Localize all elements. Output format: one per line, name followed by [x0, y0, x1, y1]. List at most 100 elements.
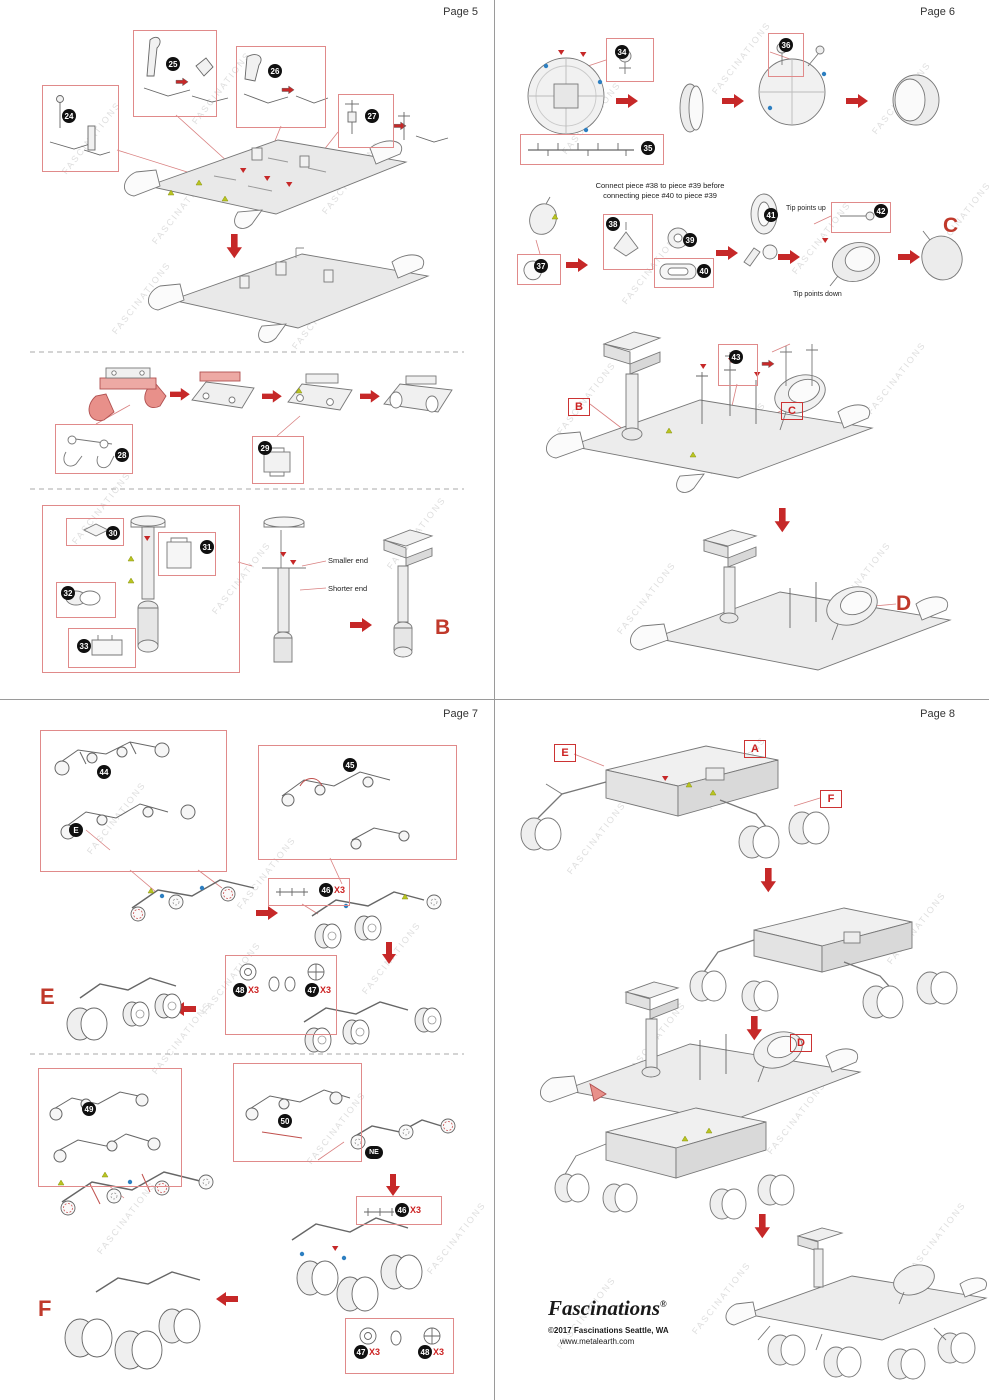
arrow-right-icon	[616, 94, 638, 108]
step-badge-32: 32	[61, 586, 75, 600]
figure-rocker-45	[281, 771, 410, 850]
callout-box-30-33	[42, 505, 240, 673]
figure-parts-26	[243, 54, 329, 104]
quantity-x3: X3	[320, 985, 332, 995]
step-badge-31: 31	[200, 540, 214, 554]
figure-parts-28	[63, 435, 115, 469]
figure-bogie-assembly-ne	[350, 1118, 456, 1150]
figure-rover-stage-3	[540, 981, 862, 1123]
step-badge-47b: 47	[354, 1345, 368, 1359]
step-badge-28: 28	[115, 448, 129, 462]
arrow-down-icon	[760, 868, 776, 893]
figure-part-40	[659, 263, 697, 280]
step-badge-24: 24	[62, 109, 76, 123]
arrow-down-icon	[774, 508, 790, 533]
arrow-right-icon	[350, 618, 372, 632]
callout-box-42	[831, 202, 891, 233]
section-letter-f: F	[38, 1296, 52, 1321]
step-badge-42: 42	[874, 204, 888, 218]
figure-dish-front	[527, 50, 605, 135]
brand-name: Fascinations	[548, 1296, 661, 1320]
callout-box-45	[258, 745, 457, 860]
figure-part-46b	[364, 1208, 394, 1216]
connect-note-line2: connecting piece #40 to piece #39	[603, 190, 717, 200]
step-badge-48: 48	[233, 983, 247, 997]
figure-deck-with-mast	[630, 529, 952, 671]
figure-rover-stage-1	[520, 745, 830, 859]
page-divider-vertical	[494, 0, 495, 1400]
arrow-left-icon	[216, 1292, 238, 1306]
step-badge-40: 40	[697, 264, 711, 278]
callout-box-37	[517, 254, 561, 285]
registered-mark: ®	[660, 1299, 667, 1309]
callout-box-50	[233, 1063, 362, 1162]
page-divider-horizontal	[0, 699, 989, 700]
figure-mast-insert	[262, 516, 306, 663]
connect-note-line1: Connect piece #38 to piece #39 before	[595, 181, 725, 190]
page8-label: Page 8	[920, 708, 955, 720]
figure-dish-side	[679, 83, 704, 133]
tip-points-down-note: Tip points down	[793, 291, 842, 298]
figure-mast-parts	[65, 515, 192, 656]
figure-rocker-assembly-large	[57, 1171, 214, 1216]
figure-parts-41b	[743, 244, 778, 267]
copyright-text: ©2017 Fascinations Seattle, WA	[548, 1326, 669, 1335]
callout-box-24	[42, 85, 119, 172]
figure-rocker-50	[245, 1089, 351, 1139]
arrow-down-icon	[386, 1174, 400, 1196]
step-badge-37: 37	[534, 259, 548, 273]
part-badge-ne: NE	[365, 1146, 383, 1159]
label-a: A	[744, 740, 766, 758]
figure-dish-42	[829, 242, 881, 287]
callout-box-33	[68, 628, 136, 668]
callout-box-47-48b	[345, 1318, 454, 1374]
callout-box-49	[38, 1068, 182, 1187]
figure-parts-25	[143, 36, 229, 103]
figure-bogie-assembly-1	[130, 879, 255, 922]
figure-chassis-assembled	[148, 247, 430, 343]
callout-box-46b	[356, 1196, 442, 1225]
section-letter-d: D	[896, 592, 912, 615]
step-badge-49: 49	[82, 1102, 96, 1116]
tip-points-up-note: Tip points up	[786, 205, 826, 212]
label-e: E	[554, 744, 576, 762]
arrow-down-icon	[754, 1214, 770, 1239]
arrow-right-icon	[716, 246, 738, 260]
part-badge-e: E	[69, 823, 83, 837]
step-badge-25: 25	[166, 57, 180, 71]
step-badge-35: 35	[641, 141, 655, 155]
arrow-down-icon	[382, 942, 396, 964]
arrow-right-icon	[256, 906, 278, 920]
callout-box-43	[718, 344, 758, 386]
step-badge-29: 29	[258, 441, 272, 455]
section-letter-b: B	[435, 616, 451, 639]
step-badge-38: 38	[606, 217, 620, 231]
callout-box-38	[603, 214, 653, 270]
callout-box-35	[520, 134, 664, 165]
step-badge-44: 44	[97, 765, 111, 779]
step-badge-46: 46	[319, 883, 333, 897]
arrow-right-icon	[846, 94, 868, 108]
figure-rover-stage-4	[554, 1107, 795, 1220]
page6-label: Page 6	[920, 6, 955, 18]
step-badge-39: 39	[683, 233, 697, 247]
callout-box-36	[768, 33, 804, 77]
figure-rover-final	[725, 1227, 988, 1380]
figure-saddle-steps	[88, 367, 453, 421]
step-badge-30: 30	[106, 526, 120, 540]
page5-panel: Page 5	[0, 0, 494, 700]
figure-rover-stage-2	[689, 907, 958, 1019]
arrow-right-icon	[898, 250, 920, 264]
figure-part-42	[840, 211, 875, 221]
figure-part-46	[276, 888, 308, 896]
arrow-right-icon	[778, 250, 800, 264]
label-b: B	[568, 398, 590, 416]
callout-box-27	[338, 94, 394, 148]
step-badge-43: 43	[729, 350, 743, 364]
figure-wheels-assembly	[291, 1217, 423, 1312]
figure-dish-assembled	[921, 230, 963, 281]
section-letter-c: C	[943, 214, 959, 237]
arrow-down-icon	[746, 1016, 762, 1041]
label-c: C	[781, 402, 803, 420]
figure-parts-29	[263, 447, 291, 477]
